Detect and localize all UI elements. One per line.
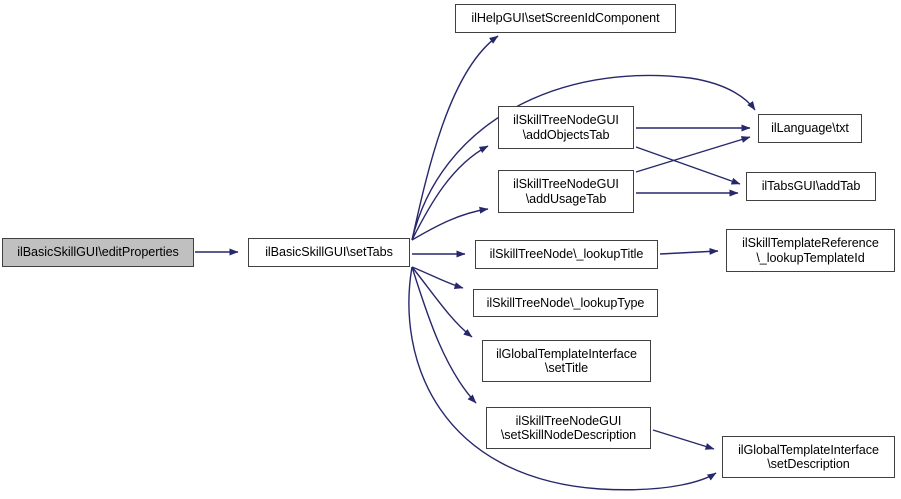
edge-setTabs-setTitle [411, 266, 473, 338]
node-label: ilGlobalTemplateInterface \setTitle [496, 346, 637, 376]
node-langTxt[interactable]: ilLanguage\txt [758, 114, 862, 143]
edge-setTabs-setScreenIdComponent [411, 35, 499, 241]
node-addObjectsTab[interactable]: ilSkillTreeNodeGUI \addObjectsTab [498, 106, 634, 149]
edge-lookupTitle-lookupTemplateId [659, 247, 719, 255]
node-setSkillNodeDescription[interactable]: ilSkillTreeNodeGUI \setSkillNodeDescript… [486, 407, 651, 449]
node-label: ilBasicSkillGUI\setTabs [265, 245, 393, 260]
node-setTabs[interactable]: ilBasicSkillGUI\setTabs [248, 238, 410, 267]
node-label: ilSkillTreeNode\_lookupTitle [489, 247, 644, 262]
node-label: ilTabsGUI\addTab [761, 179, 861, 194]
node-label: ilSkillTreeNode\_lookupType [486, 295, 645, 310]
node-lookupTemplateId[interactable]: ilSkillTemplateReference \_lookupTemplat… [726, 229, 895, 272]
node-setDescription[interactable]: ilGlobalTemplateInterface \setDescriptio… [722, 436, 895, 478]
node-editProperties[interactable]: ilBasicSkillGUI\editProperties [2, 238, 194, 267]
node-setScreenIdComponent[interactable]: ilHelpGUI\setScreenIdComponent [455, 4, 676, 33]
edge-setTabs-lookupType [411, 266, 464, 289]
edge-setTabs-setSkillNodeDescription [411, 266, 477, 404]
node-label: ilHelpGUI\setScreenIdComponent [471, 11, 660, 26]
edge-addUsageTab-langTxt [635, 136, 751, 173]
node-lookupTitle[interactable]: ilSkillTreeNode\_lookupTitle [475, 240, 658, 269]
node-lookupType[interactable]: ilSkillTreeNode\_lookupType [473, 289, 658, 317]
node-label: ilSkillTreeNodeGUI \addObjectsTab [513, 113, 619, 142]
edge-setTabs-addUsageTab [411, 206, 489, 241]
node-label: ilSkillTreeNodeGUI \addUsageTab [513, 177, 619, 206]
node-label: ilGlobalTemplateInterface \setDescriptio… [738, 442, 879, 472]
node-label: ilLanguage\txt [771, 121, 849, 136]
edge-setTabs-langTxt [411, 74, 756, 241]
node-addUsageTab[interactable]: ilSkillTreeNodeGUI \addUsageTab [498, 170, 634, 213]
edge-setSkillNodeDescription-setDescription [652, 429, 715, 450]
node-label: ilBasicSkillGUI\editProperties [17, 245, 179, 260]
node-setTitle[interactable]: ilGlobalTemplateInterface \setTitle [482, 340, 651, 382]
edge-setTabs-addObjectsTab [411, 145, 489, 241]
node-label: ilSkillTreeNodeGUI \setSkillNodeDescript… [500, 413, 637, 443]
node-label: ilSkillTemplateReference \_lookupTemplat… [742, 236, 879, 265]
edge-addObjectsTab-addTab [635, 146, 741, 185]
node-addTab[interactable]: ilTabsGUI\addTab [746, 172, 876, 201]
